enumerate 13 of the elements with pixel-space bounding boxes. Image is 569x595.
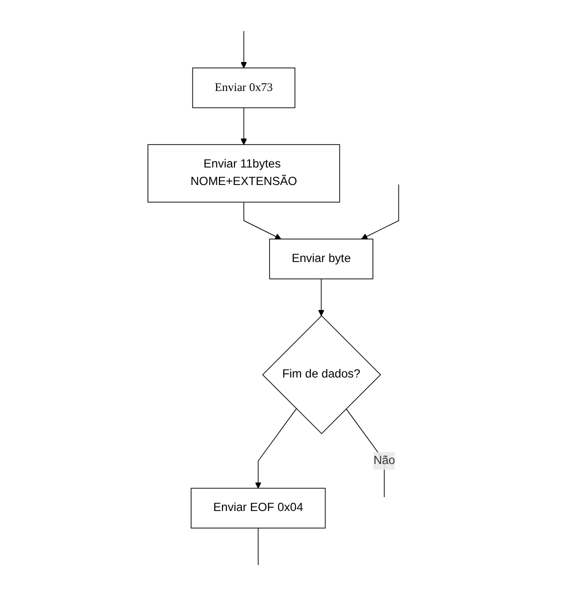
node-box xyxy=(148,144,340,202)
connector xyxy=(346,408,385,497)
arrow xyxy=(318,278,325,316)
arrow xyxy=(361,184,400,239)
arrow xyxy=(244,201,282,239)
arrow xyxy=(255,408,297,488)
node-box xyxy=(192,67,296,108)
arrow xyxy=(240,106,248,144)
node-box xyxy=(190,487,326,528)
arrow xyxy=(240,30,248,68)
node-box xyxy=(269,238,374,279)
node-diamond xyxy=(262,314,382,434)
connector xyxy=(258,527,259,565)
